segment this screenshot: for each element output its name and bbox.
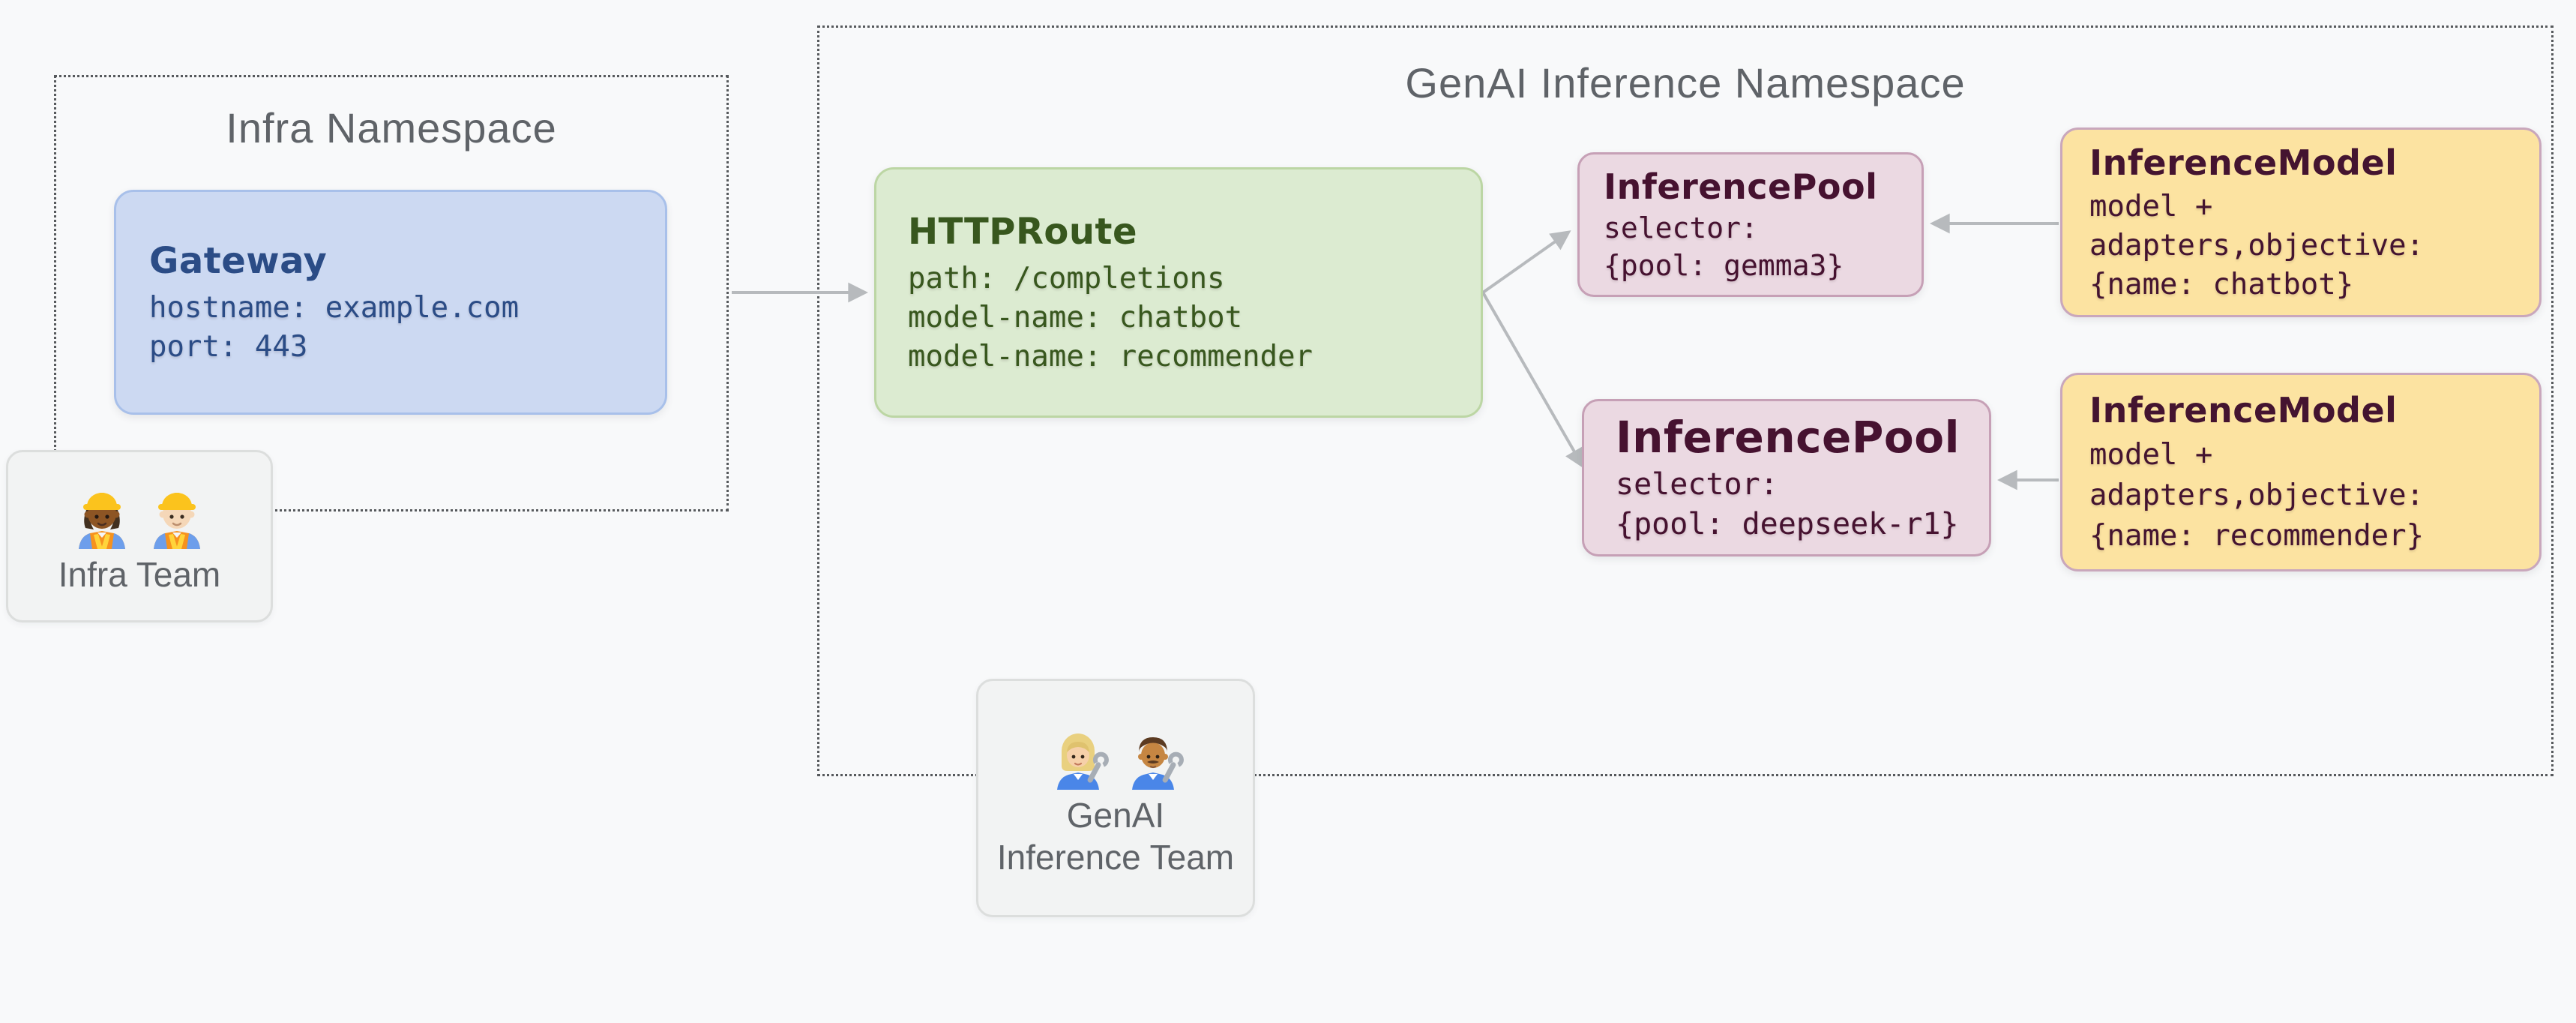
inference-model-chatbot-line-2: adapters,objective: <box>2089 228 2425 262</box>
inference-model-recommender-line-2: adapters,objective: <box>2089 478 2425 512</box>
infra-team-card: Infra Team <box>6 450 273 622</box>
inference-pool-gemma3-selector-line: selector: <box>1604 211 1758 244</box>
gateway-node: Gateway hostname: example.com port: 443 <box>114 190 667 415</box>
infra-namespace: Infra Namespace <box>54 75 729 512</box>
inference-pool-gemma3-node: InferencePool selector: {pool: gemma3} <box>1577 152 1924 297</box>
inference-pool-gemma3-value-line: {pool: gemma3} <box>1604 248 1844 282</box>
httproute-node: HTTPRoute path: /completions model-name:… <box>874 167 1483 418</box>
gateway-hostname-line: hostname: example.com <box>149 291 520 325</box>
inference-pool-deepseek-node: InferencePool selector: {pool: deepseek-… <box>1582 399 1991 556</box>
man-mechanic-icon <box>1132 737 1184 790</box>
inference-model-chatbot-line-3: {name: chatbot} <box>2089 267 2354 302</box>
inference-pool-deepseek-title: InferencePool <box>1616 412 1960 463</box>
inference-model-recommender-node: InferenceModel model + adapters,objectiv… <box>2060 373 2542 572</box>
infra-namespace-title: Infra Namespace <box>226 104 557 152</box>
inference-pool-gemma3-title: InferencePool <box>1604 166 1878 207</box>
httproute-model-recommender-line: model-name: recommender <box>908 340 1313 374</box>
inference-model-recommender-line-1: model + <box>2089 437 2213 472</box>
infra-team-emoji-row <box>66 477 213 549</box>
inference-pool-deepseek-value-line: {pool: deepseek-r1} <box>1616 507 1959 542</box>
genai-namespace: GenAI Inference Namespace <box>817 26 2554 776</box>
infra-team-label: Infra Team <box>58 555 221 594</box>
httproute-path-line: path: /completions <box>908 262 1225 296</box>
gateway-port-line: port: 443 <box>149 330 308 364</box>
inference-model-chatbot-line-1: model + <box>2089 189 2213 224</box>
gateway-title: Gateway <box>149 240 328 282</box>
woman-mechanic-icon <box>1057 734 1109 790</box>
httproute-title: HTTPRoute <box>908 211 1138 253</box>
inference-model-recommender-title: InferenceModel <box>2089 389 2398 430</box>
woman-construction-worker-icon <box>79 493 125 549</box>
inference-model-chatbot-title: InferenceModel <box>2089 142 2398 183</box>
construction-worker-icon <box>154 493 200 549</box>
genai-team-card: GenAI Inference Team <box>976 679 1255 917</box>
genai-namespace-title: GenAI Inference Namespace <box>1405 59 1966 106</box>
httproute-model-chatbot-line: model-name: chatbot <box>908 301 1243 334</box>
genai-team-label: GenAI Inference Team <box>996 796 1235 877</box>
genai-team-emoji-row <box>1042 718 1189 790</box>
inference-model-recommender-line-3: {name: recommender} <box>2089 518 2425 553</box>
inference-model-chatbot-node: InferenceModel model + adapters,objectiv… <box>2060 128 2542 317</box>
inference-pool-deepseek-selector-line: selector: <box>1616 467 1778 502</box>
